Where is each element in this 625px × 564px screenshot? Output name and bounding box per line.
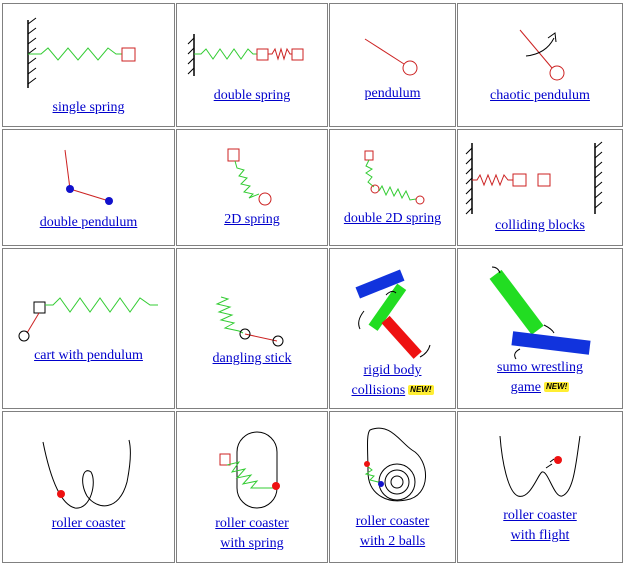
sim-cell-roller-coaster[interactable]: roller coaster — [2, 411, 175, 563]
sim-link-dangling-stick[interactable]: dangling stick — [212, 351, 292, 366]
dangling-stick-icon — [215, 296, 284, 347]
sim-cell-single-spring[interactable]: single spring — [2, 3, 175, 127]
double-pendulum-icon — [64, 149, 113, 205]
sim-cell-double-2d-spring[interactable]: double 2D spring — [329, 129, 456, 246]
single-spring-icon — [27, 17, 136, 88]
sim-link-roller-coaster[interactable]: roller coaster — [51, 516, 126, 531]
new-badge: NEW! — [408, 385, 434, 395]
sim-link-roller-coaster-2-balls[interactable]: roller coaster with 2 balls — [355, 514, 430, 549]
sim-link-colliding-blocks[interactable]: colliding blocks — [495, 218, 585, 233]
sim-cell-chaotic-pendulum[interactable]: chaotic pendulum — [457, 3, 623, 127]
rigid-body-collisions-icon — [355, 269, 431, 359]
double-2d-spring-icon — [364, 150, 425, 205]
sim-link-double-2d-spring[interactable]: double 2D spring — [343, 211, 442, 226]
roller-coaster-2-balls-icon — [364, 427, 426, 502]
sim-link-2d-spring[interactable]: 2D spring — [224, 212, 280, 227]
sim-cell-roller-coaster-spring[interactable]: roller coaster with spring — [176, 411, 328, 563]
sim-cell-pendulum[interactable]: pendulum — [329, 3, 456, 127]
sim-cell-colliding-blocks[interactable]: colliding blocks — [457, 129, 623, 246]
sim-link-double-spring[interactable]: double spring — [213, 88, 291, 103]
sim-link-single-spring[interactable]: single spring — [52, 100, 125, 115]
double-spring-icon — [187, 34, 304, 76]
sim-link-double-pendulum[interactable]: double pendulum — [39, 215, 138, 230]
colliding-blocks-icon — [465, 141, 603, 215]
cart-with-pendulum-icon — [18, 297, 158, 342]
sumo-wrestling-game-icon — [489, 266, 591, 360]
sim-cell-dangling-stick[interactable]: dangling stick — [176, 248, 328, 409]
sim-link-pendulum[interactable]: pendulum — [364, 86, 421, 101]
pendulum-icon — [364, 38, 418, 76]
sim-cell-double-pendulum[interactable]: double pendulum — [2, 129, 175, 246]
sim-cell-2d-spring[interactable]: 2D spring — [176, 129, 328, 246]
new-badge: NEW! — [544, 382, 570, 392]
sim-link-roller-coaster-spring[interactable]: roller coaster with spring — [215, 516, 289, 551]
sim-link-cart-with-pendulum[interactable]: cart with pendulum — [34, 348, 143, 363]
chaotic-pendulum-icon — [519, 29, 565, 81]
sim-cell-roller-coaster-2-balls[interactable]: roller coaster with 2 balls — [329, 411, 456, 563]
2d-spring-icon — [227, 148, 272, 206]
sim-link-chaotic-pendulum[interactable]: chaotic pendulum — [490, 88, 590, 103]
sim-cell-double-spring[interactable]: double spring — [176, 3, 328, 127]
roller-coaster-icon — [42, 439, 131, 509]
roller-coaster-spring-icon — [219, 431, 280, 509]
roller-coaster-flight-icon — [499, 435, 581, 497]
sim-link-roller-coaster-flight[interactable]: roller coaster with flight — [503, 508, 577, 543]
sim-cell-cart-with-pendulum[interactable]: cart with pendulum — [2, 248, 175, 409]
sim-cell-roller-coaster-flight[interactable]: roller coaster with flight — [457, 411, 623, 563]
